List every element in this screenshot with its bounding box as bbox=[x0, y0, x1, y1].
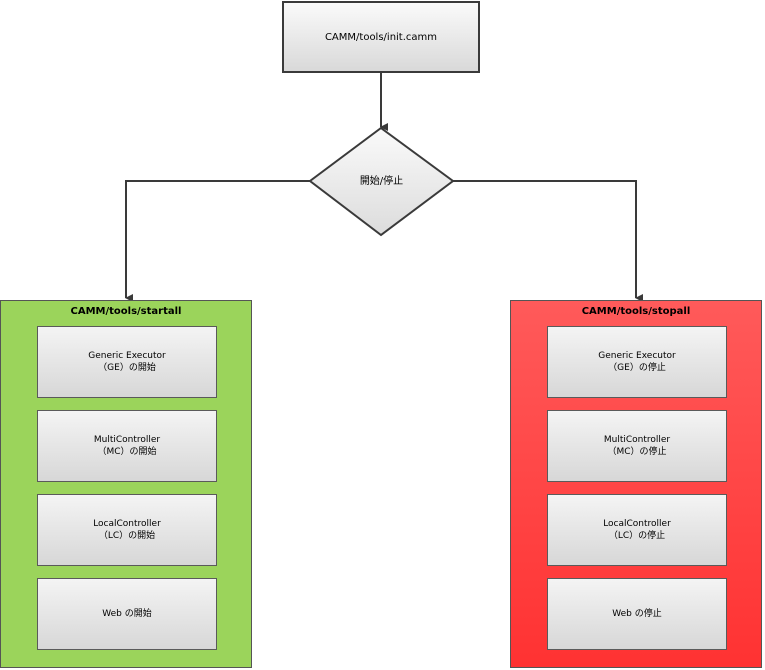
start-lc-step: LocalController （LC）の開始 bbox=[37, 494, 217, 566]
step-label: MultiController bbox=[93, 435, 161, 445]
stop-lc-step: LocalController （LC）の停止 bbox=[547, 494, 727, 566]
stopall-title: CAMM/tools/stopall bbox=[581, 306, 691, 317]
init-camm-label: CAMM/tools/init.camm bbox=[324, 31, 438, 43]
startall-title: CAMM/tools/startall bbox=[70, 306, 182, 317]
step-label: Web の停止 bbox=[612, 609, 662, 619]
step-label: （MC）の停止 bbox=[607, 447, 667, 457]
step-label: （GE）の開始 bbox=[98, 363, 156, 373]
decision-diamond bbox=[308, 126, 455, 237]
init-camm-box: CAMM/tools/init.camm bbox=[282, 1, 480, 73]
startall-group: CAMM/tools/startall Generic Executor （GE… bbox=[0, 300, 252, 668]
step-label: Web の開始 bbox=[102, 609, 152, 619]
arrow-decision-to-stopall bbox=[453, 180, 643, 302]
step-label: Generic Executor bbox=[88, 351, 166, 361]
step-label: （GE）の停止 bbox=[608, 363, 666, 373]
arrow-decision-to-startall bbox=[125, 180, 310, 302]
stopall-group: CAMM/tools/stopall Generic Executor （GE）… bbox=[510, 300, 762, 668]
step-label: （LC）の停止 bbox=[608, 531, 666, 541]
step-label: LocalController bbox=[603, 519, 671, 529]
step-label: Generic Executor bbox=[598, 351, 676, 361]
stop-mc-step: MultiController （MC）の停止 bbox=[547, 410, 727, 482]
step-label: LocalController bbox=[93, 519, 161, 529]
step-label: MultiController bbox=[603, 435, 671, 445]
step-label: （LC）の開始 bbox=[98, 531, 156, 541]
start-ge-step: Generic Executor （GE）の開始 bbox=[37, 326, 217, 398]
start-mc-step: MultiController （MC）の開始 bbox=[37, 410, 217, 482]
stop-ge-step: Generic Executor （GE）の停止 bbox=[547, 326, 727, 398]
decision-label: 開始/停止 bbox=[359, 176, 404, 187]
step-label: （MC）の開始 bbox=[97, 447, 157, 457]
start-web-step: Web の開始 bbox=[37, 578, 217, 650]
stop-web-step: Web の停止 bbox=[547, 578, 727, 650]
